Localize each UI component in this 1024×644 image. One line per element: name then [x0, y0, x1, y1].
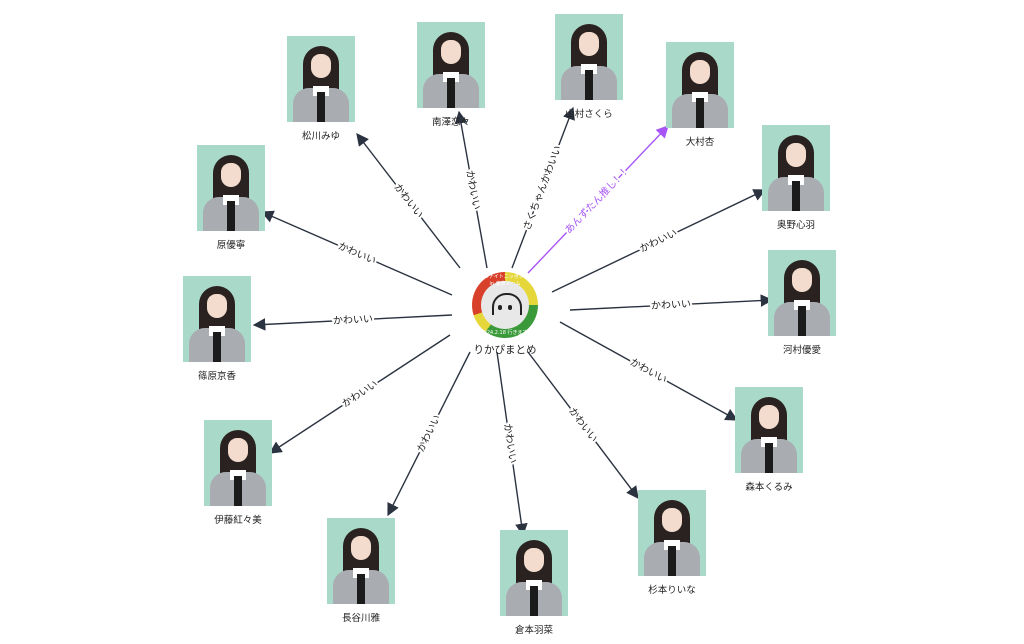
member-photo — [417, 22, 485, 108]
member-name: 杉本りいな — [648, 585, 696, 596]
member-node[interactable]: 河村優愛 — [768, 250, 836, 356]
edge-line — [387, 351, 471, 517]
member-photo — [327, 518, 395, 604]
center-label: りかぴまとめ — [473, 344, 537, 356]
member-node[interactable]: 杉本りいな — [638, 490, 706, 596]
edge-11: かわいい — [252, 311, 453, 331]
member-photo — [638, 490, 706, 576]
edge-label: さくちゃんかわいい — [521, 144, 564, 232]
member-photo — [500, 530, 568, 616]
member-photo — [555, 14, 623, 100]
member-node[interactable]: 南澤恋々 — [417, 22, 485, 128]
edge-1: かわいい — [454, 110, 488, 269]
edge-4: かわいい — [551, 189, 767, 293]
edge-label: かわいい — [392, 181, 426, 220]
edge-8: かわいい — [496, 351, 528, 537]
edge-label: かわいい — [501, 423, 519, 464]
member-name: 篠原京香 — [197, 371, 236, 382]
member-photo — [197, 145, 265, 231]
edge-label: かわいい — [340, 378, 380, 410]
edge-line — [511, 106, 575, 269]
edge-9: かわいい — [387, 351, 471, 517]
member-node[interactable]: 奥野心羽 — [762, 125, 830, 231]
edge-line — [260, 210, 453, 296]
member-name: 松川みゆ — [301, 131, 340, 142]
member-node[interactable]: 伊藤紅々美 — [204, 420, 272, 526]
edge-line — [569, 294, 774, 311]
edge-2: さくちゃんかわいい — [511, 106, 575, 269]
badge-top-text: オールナイトニッポン ANN in 東京ドーム — [473, 274, 537, 287]
edge-line — [496, 351, 528, 537]
center-badge-logo: オールナイトニッポン ANN in 東京ドーム 2024.2.18 行きます! — [472, 272, 538, 338]
edge-line — [527, 125, 669, 274]
edge-7: かわいい — [527, 351, 639, 500]
edge-line — [252, 314, 453, 331]
edge-line — [551, 189, 767, 293]
member-node[interactable]: 森本くるみ — [735, 387, 803, 493]
member-name: 森本くるみ — [745, 482, 793, 493]
edge-line — [559, 321, 739, 421]
member-node[interactable]: 篠原京香 — [183, 276, 251, 382]
member-photo — [204, 420, 272, 506]
edge-label: かわいい — [566, 405, 600, 444]
member-name: 山村さくら — [565, 109, 613, 120]
member-node[interactable]: 山村さくら — [555, 14, 623, 120]
edge-label: かわいい — [333, 313, 374, 327]
member-photo — [287, 36, 355, 122]
member-name: 倉本羽菜 — [514, 625, 553, 636]
member-name: 河村優愛 — [782, 345, 821, 356]
member-name: 南澤恋々 — [431, 117, 470, 128]
edge-12: かわいい — [260, 210, 453, 296]
member-node[interactable]: 大村杏 — [666, 42, 734, 148]
edge-label: かわいい — [415, 413, 444, 454]
member-photo — [762, 125, 830, 211]
edge-label: かわいい — [464, 169, 483, 210]
member-name: 伊藤紅々美 — [214, 515, 262, 526]
member-photo — [735, 387, 803, 473]
member-node[interactable]: 松川みゆ — [287, 36, 355, 142]
edge-label: かわいい — [628, 356, 669, 386]
member-name: 原優寧 — [216, 240, 246, 251]
edge-line — [268, 334, 451, 454]
edge-label: かわいい — [651, 298, 692, 312]
edge-label: かわいい — [336, 240, 377, 267]
member-node[interactable]: 長谷川雅 — [327, 518, 395, 624]
edge-line — [527, 351, 639, 500]
member-photo — [183, 276, 251, 362]
badge-bottom-text: 2024.2.18 行きます! — [480, 330, 530, 336]
edge-0: かわいい — [356, 133, 461, 269]
center-node[interactable]: オールナイトニッポン ANN in 東京ドーム 2024.2.18 行きます! … — [458, 272, 552, 357]
edge-label: かわいい — [638, 227, 679, 255]
member-photo — [666, 42, 734, 128]
member-name: 大村杏 — [685, 137, 715, 148]
edge-6: かわいい — [559, 321, 739, 421]
member-node[interactable]: 原優寧 — [197, 145, 265, 251]
member-photo — [768, 250, 836, 336]
edge-5: かわいい — [569, 294, 774, 314]
member-node[interactable]: 倉本羽菜 — [500, 530, 568, 636]
edge-label: あんずたん推し！！ — [562, 162, 633, 236]
member-name: 奥野心羽 — [776, 220, 815, 231]
member-name: 長谷川雅 — [341, 613, 380, 624]
edge-line — [454, 110, 488, 269]
edge-line — [356, 133, 461, 269]
